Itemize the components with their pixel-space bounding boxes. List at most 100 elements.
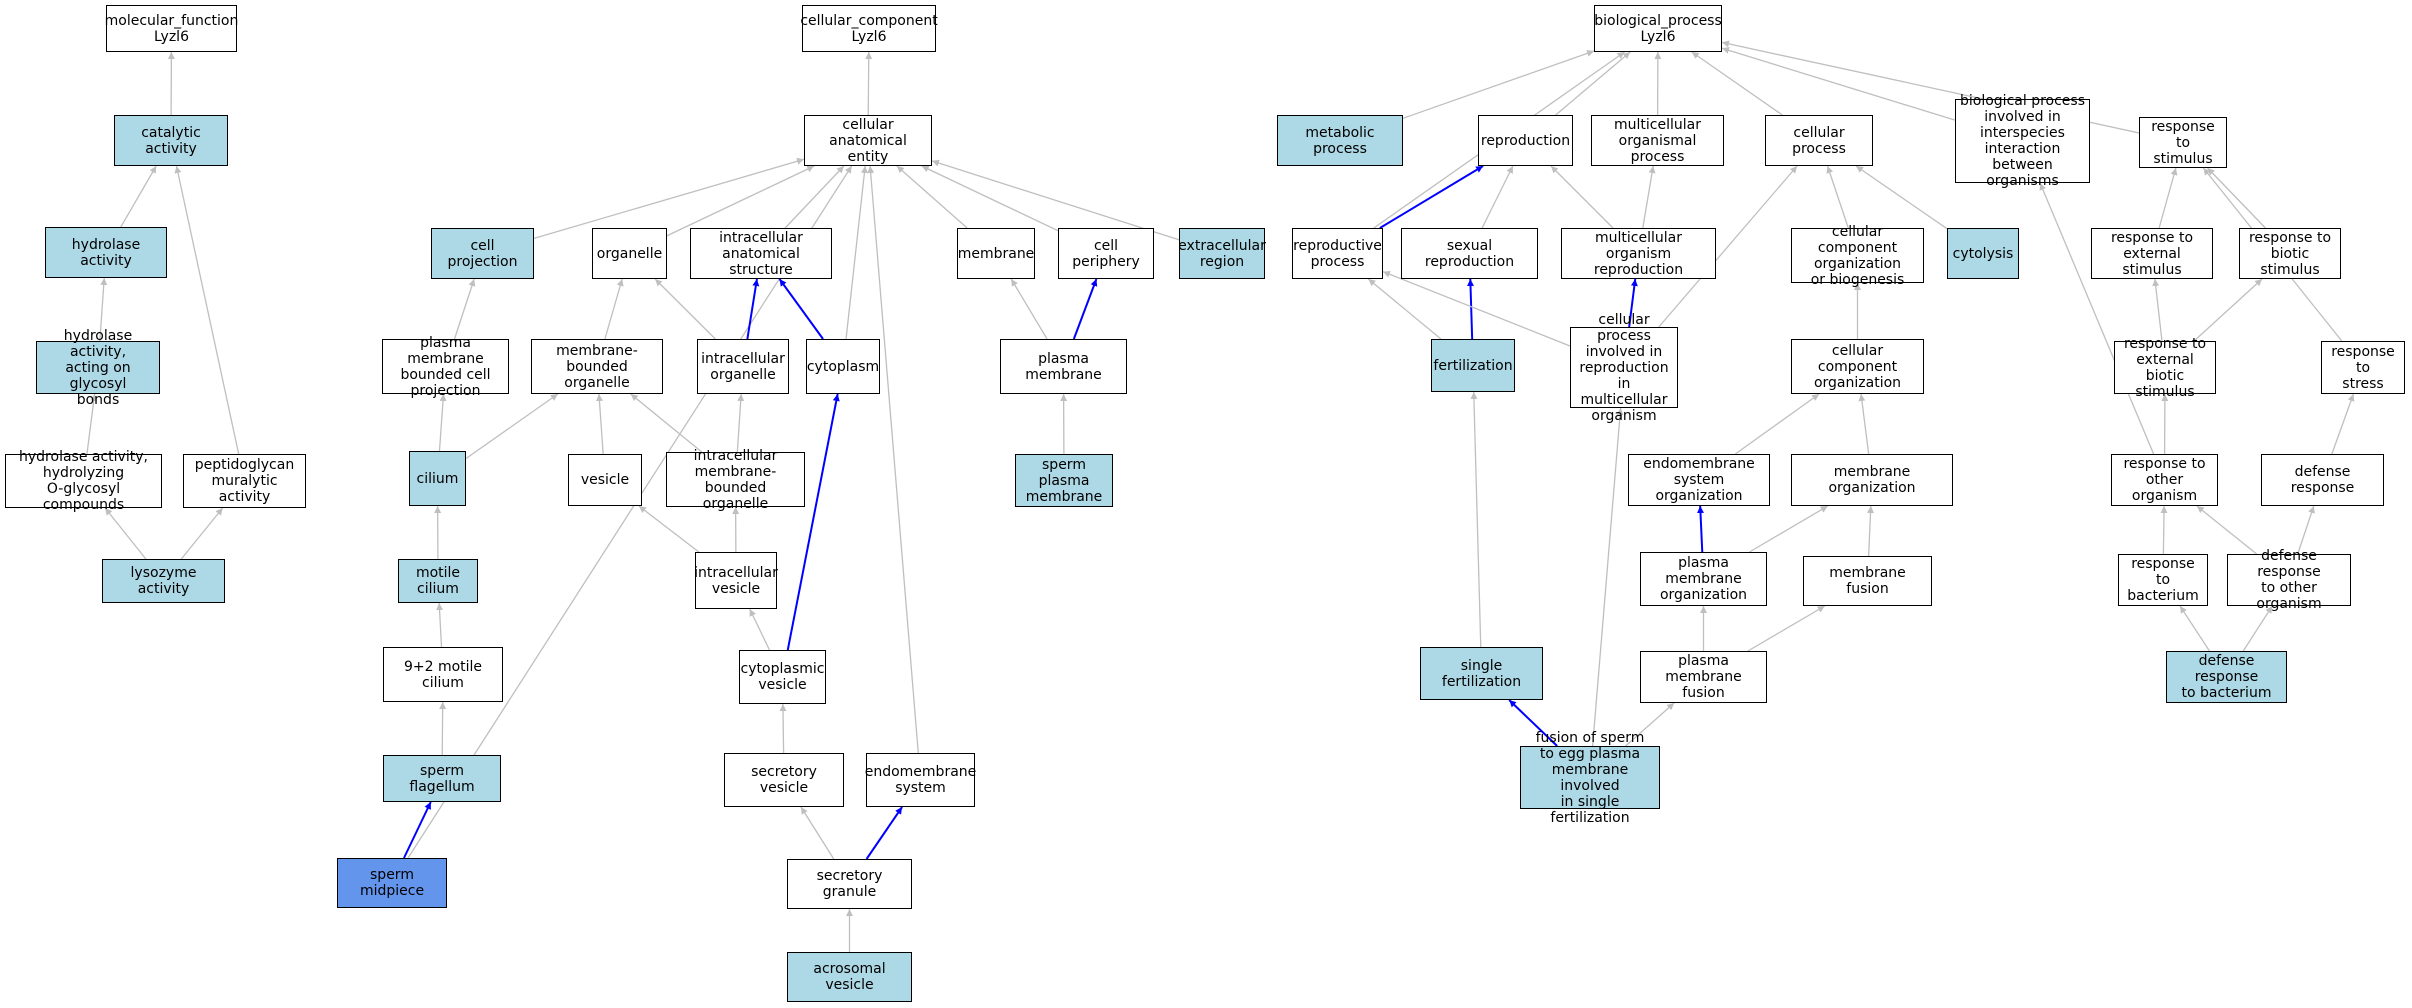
edge-ocompounds-to-glycosyl [86,393,98,455]
term-node-membrane: membrane [957,228,1035,279]
edge-lysozyme-to-peptidoglycan [180,507,224,560]
term-node-organelle: organelle [592,228,667,279]
edge-fertilization-to-reproproc [1367,278,1442,340]
term-node-cytoplasm: cytoplasm [806,339,880,394]
term-node-bp: biological_process Lyzl6 [1594,5,1722,52]
edge-cilium-to-pmbcp [438,393,447,452]
term-node-intorg: intracellular organelle [697,339,789,394]
term-node-pmbcp: plasma membrane bounded cell projection [382,335,509,399]
edge-cae-to-cc [865,51,873,116]
edge-plasmamem-to-membrane [1010,278,1048,340]
term-node-spermegg: fusion of sperm to egg plasma membrane i… [1520,730,1660,826]
edge-imbo-to-intorg [736,393,745,453]
term-node-mf: molecular_function Lyzl6 [105,5,238,52]
term-node-singlefert: single fertilization [1420,647,1543,700]
term-node-cc: cellular_component Lyzl6 [800,5,938,52]
term-node-midpiece: sperm midpiece [337,858,447,908]
term-node-periphery: cell periphery [1058,228,1154,279]
term-node-ias: intracellular anatomical structure [690,228,832,279]
term-node-imbo: intracellular membrane-bounded organelle [666,448,805,512]
term-node-pmorg: plasma membrane organization [1640,552,1767,606]
term-node-cytoves: cytoplasmic vesicle [739,650,826,704]
edge-intorg-to-organelle [654,278,716,340]
term-node-reproduction: reproduction [1478,115,1573,166]
edge-ninetwo-to-motile [436,602,444,648]
edge-mbo-to-organelle [604,278,624,340]
edge-defense-to-stress [2331,393,2355,455]
edge-reproduction-to-bp [1555,51,1631,116]
edge-cytoplasm-to-cae [845,165,868,340]
term-node-extracell: extracellular region [1178,228,1266,279]
term-node-stress: response to stress [2321,341,2405,394]
edge-memorg-to-cco [1858,393,1870,455]
edge-glycosyl-to-hydrolase [99,277,108,342]
edge-defbact-to-defother [2242,605,2273,652]
edge-secgran-to-secves [800,806,835,860]
edge-fertilization-to-sexual [1467,278,1475,340]
term-node-cae: cellular anatomical entity [804,115,932,166]
edge-biostim-to-stimulus [2207,167,2266,229]
edge-spermegg-to-cpirm [1591,407,1624,747]
term-node-otherorg: response to other organism [2111,454,2218,506]
edge-ias-to-cae [784,165,845,229]
edge-membrane-to-cae [896,165,968,229]
term-node-extbio: response to external biotic stimulus [2114,336,2216,400]
edge-peptidoglycan-to-catalytic [174,165,240,455]
term-node-flagellum: sperm flagellum [383,755,501,802]
edge-extracell-to-cae [931,159,1180,241]
term-node-interspecies: biological process involved in interspec… [1955,93,2090,189]
term-node-cpirm: cellular process involved in reproductio… [1570,312,1678,424]
edge-otherorg-to-interspecies [2039,182,2155,455]
edge-imbo-to-mbo [630,393,703,453]
term-node-mbo: membrane-bounded organelle [531,339,663,394]
term-node-fertilization: fertilization [1431,339,1515,392]
edge-extbio-to-biostim [2193,278,2263,342]
term-node-memorg: membrane organization [1791,454,1953,506]
edge-interspecies-to-bp [1721,46,1956,121]
term-node-cellproc: cellular process [1765,115,1873,166]
edge-cytoves-to-intves [749,608,771,651]
term-node-biostim: response to biotic stimulus [2239,228,2341,279]
edge-periphery-to-cae [921,165,1059,232]
term-node-plasmamem: plasma membrane [1000,339,1127,394]
term-node-catalytic: catalytic activity [114,115,228,166]
term-node-defother: defense response to other organism [2227,548,2351,612]
term-node-cilium: cilium [409,451,466,506]
term-node-cco: cellular component organization [1791,339,1924,394]
edge-cytolysis-to-cellproc [1855,165,1948,230]
term-node-ccob: cellular component organization or bioge… [1791,224,1924,288]
term-node-secves: secretory vesicle [724,753,844,807]
term-node-memfusion: membrane fusion [1803,556,1932,606]
edge-endomem-to-cae [867,165,919,754]
edge-pmorg-to-memorg [1749,505,1829,553]
term-node-acrosomal: acrosomal vesicle [787,952,912,1002]
term-node-multiproc: multicellular organismal process [1591,115,1724,166]
edge-organelle-to-cae [666,165,815,237]
term-node-ninetwo: 9+2 motile cilium [383,647,503,702]
term-node-reproproc: reproductive process [1292,228,1383,279]
term-node-motile: motile cilium [398,559,478,603]
term-node-stimulus: response to stimulus [2139,117,2227,168]
edge-lysozyme-to-ocompounds [104,507,147,560]
term-node-extstim: response to external stimulus [2091,228,2213,279]
edge-metabolic-to-bp [1402,50,1595,119]
edge-hydrolase-to-catalytic [120,165,157,228]
term-node-endoorg: endomembrane system organization [1628,454,1770,506]
edge-sexual-to-reproduction [1481,165,1514,229]
term-node-secgran: secretory granule [787,859,912,909]
term-node-sexual: sexual reproduction [1401,228,1538,279]
term-node-lysozyme: lysozyme activity [102,559,225,603]
term-node-multirepro: multicellular organism reproduction [1561,228,1716,279]
term-node-peptidoglycan: peptidoglycan muralytic activity [183,454,306,508]
edge-memfusion-to-memorg [1867,505,1875,557]
term-node-defense: defense response [2261,454,2384,506]
edge-extstim-to-stimulus [2158,167,2178,229]
edge-endoorg-to-cco [1734,393,1820,455]
edge-cpirm-to-cellproc [1658,165,1798,328]
edge-extbio-to-extstim [2152,278,2163,342]
edge-spermegg-to-pmfusion [1625,702,1675,747]
edge-cilium-to-mbo [465,393,559,460]
edge-cytoves-to-cytoplasm [786,393,840,651]
edge-cpirm-to-multirepro [1628,278,1638,328]
